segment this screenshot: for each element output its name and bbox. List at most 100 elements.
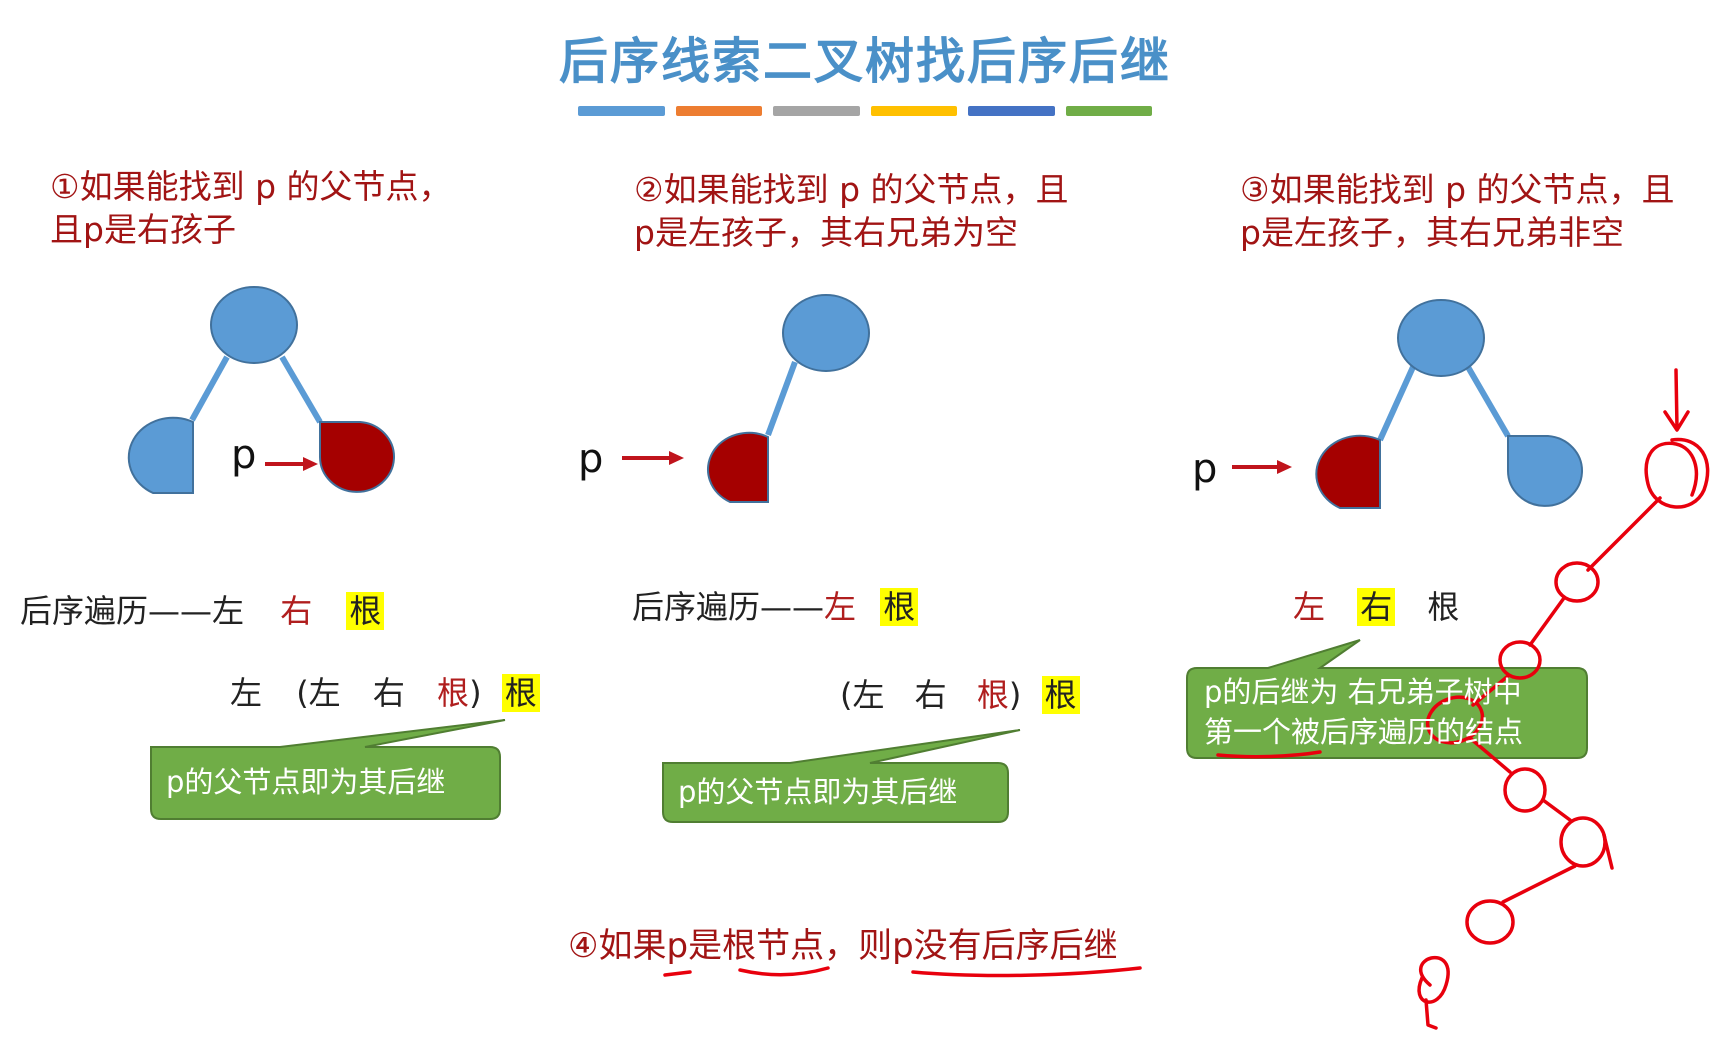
case4-p2: p xyxy=(892,926,914,966)
p-node xyxy=(319,421,395,493)
p-node xyxy=(1315,434,1381,509)
case1-condition-line2: 且p是右孩子 xyxy=(50,210,236,249)
ink-circle xyxy=(1503,767,1547,813)
exp-right: 右 xyxy=(372,674,405,712)
traversal-right: 右 xyxy=(1357,588,1396,626)
exp-close: ) xyxy=(469,674,482,712)
case4-rest: 没有后序后继 xyxy=(913,926,1118,966)
deco-bar xyxy=(675,106,762,116)
case3-tree xyxy=(1232,299,1583,509)
parent-node xyxy=(1397,299,1485,377)
case3-traversal: 左 右 根 xyxy=(1293,582,1459,628)
exp-root-hl: 根 xyxy=(1041,676,1080,714)
arrow-head xyxy=(1277,460,1292,474)
ink-circle xyxy=(1559,816,1607,868)
page-title: 后序线索二叉树找后序后继 xyxy=(558,33,1171,90)
deco-bar xyxy=(870,106,957,116)
traversal-left: 左 xyxy=(1293,588,1326,626)
exp-right: 右 xyxy=(914,676,947,714)
exp-close: ) xyxy=(1008,676,1022,714)
ink-scribble xyxy=(1424,998,1438,1030)
deco-bar xyxy=(968,106,1055,116)
exp-open: (左 xyxy=(296,674,341,712)
ink-circle-root xyxy=(1644,437,1710,509)
deco-bar xyxy=(578,106,665,116)
callout-line2: 第一个被后序遍历的结点 xyxy=(1204,715,1524,749)
traversal-root: 根 xyxy=(1427,588,1460,626)
ink-scribble xyxy=(1602,833,1614,870)
deco-bar xyxy=(773,106,860,116)
traversal-root: 根 xyxy=(346,592,385,630)
ink-circle xyxy=(1425,695,1485,745)
case4-root: 根节点 xyxy=(722,926,825,966)
case1-tree xyxy=(127,286,395,494)
title-decoration xyxy=(578,106,1152,116)
case2-p-label: p xyxy=(578,436,604,482)
ink-edge xyxy=(1541,798,1572,822)
case1-traversal: 后序遍历——左 右 根 xyxy=(20,586,385,632)
case2-callout-text: p的父节点即为其后继 xyxy=(678,775,958,809)
exp-left: 左 xyxy=(230,674,263,712)
tree-edge xyxy=(279,355,323,424)
case1-callout xyxy=(150,719,506,820)
case4-is: 是 xyxy=(688,926,723,966)
ink-edge xyxy=(1501,864,1577,904)
tree-edge xyxy=(189,355,230,422)
case1-condition: ①如果能找到 p 的父节点， 且p是右孩子 xyxy=(50,165,452,251)
case3-callout xyxy=(1186,639,1588,759)
traversal-right: 右 xyxy=(280,592,313,630)
ink-underline xyxy=(911,966,1142,978)
ink-circle xyxy=(1465,899,1515,945)
ink-underline xyxy=(663,970,692,977)
case3-p-label: p xyxy=(1192,446,1218,492)
left-child-node xyxy=(127,416,194,494)
p-node xyxy=(707,431,769,503)
traversal-left: 左 xyxy=(824,588,857,626)
ink-edge xyxy=(1586,496,1662,572)
case4-then: ，则 xyxy=(824,926,893,966)
tree-edge xyxy=(765,360,798,437)
ink-underline xyxy=(1216,750,1322,759)
case2-tree xyxy=(622,294,870,503)
case1-p-label: p xyxy=(231,432,257,478)
case2-condition: ②如果能找到 p 的父节点，且 p是左孩子，其右兄弟为空 xyxy=(634,168,1069,254)
ink-circle xyxy=(1417,955,1450,1004)
ink-circle xyxy=(1498,640,1542,680)
case3-condition-line2: p是左孩子，其右兄弟非空 xyxy=(1240,213,1624,252)
case4-condition: ④如果p是根节点，则p没有后序后继 xyxy=(568,918,1118,967)
parent-node xyxy=(782,294,870,372)
case2-expansion: (左 右 根) 根 xyxy=(840,670,1080,716)
exp-open: (左 xyxy=(840,676,885,714)
traversal-prefix: 后序遍历——左 xyxy=(20,592,245,630)
arrow-head xyxy=(669,451,684,465)
arrow-head xyxy=(303,457,318,471)
case1-condition-line1: ①如果能找到 p 的父节点， xyxy=(50,167,452,206)
tree-edge xyxy=(1465,365,1511,438)
exp-root: 根 xyxy=(976,676,1009,714)
parent-node xyxy=(210,286,298,364)
case3-condition-line1: ③如果能找到 p 的父节点，且 xyxy=(1240,170,1675,209)
traversal-root: 根 xyxy=(880,588,919,626)
deco-bar xyxy=(1065,106,1152,116)
case2-traversal: 后序遍历——左 根 xyxy=(632,582,919,628)
ink-edge xyxy=(1471,674,1510,707)
tree-edge xyxy=(1377,365,1416,442)
ink-arrow xyxy=(1663,368,1690,432)
case2-condition-line2: p是左孩子，其右兄弟为空 xyxy=(634,213,1018,252)
exp-root-hl: 根 xyxy=(501,674,540,712)
ink-edge xyxy=(1468,736,1512,774)
case4-num: ④如果 xyxy=(568,926,667,966)
case3-callout-text: p的后继为 右兄弟子树中 第一个被后序遍历的结点 xyxy=(1204,672,1523,752)
ink-edge xyxy=(1528,596,1566,647)
ink-underline xyxy=(738,966,830,977)
case3-condition: ③如果能找到 p 的父节点，且 p是左孩子，其右兄弟非空 xyxy=(1240,168,1675,254)
callout-line1: p的后继为 右兄弟子树中 xyxy=(1204,675,1522,709)
exp-root: 根 xyxy=(437,674,470,712)
right-sibling-node xyxy=(1507,435,1583,507)
ink-annotations xyxy=(663,368,1710,1030)
case4-p: p xyxy=(666,926,689,966)
case2-callout xyxy=(662,729,1021,823)
traversal-prefix: 后序遍历—— xyxy=(632,588,825,626)
ink-circle xyxy=(1554,561,1600,603)
